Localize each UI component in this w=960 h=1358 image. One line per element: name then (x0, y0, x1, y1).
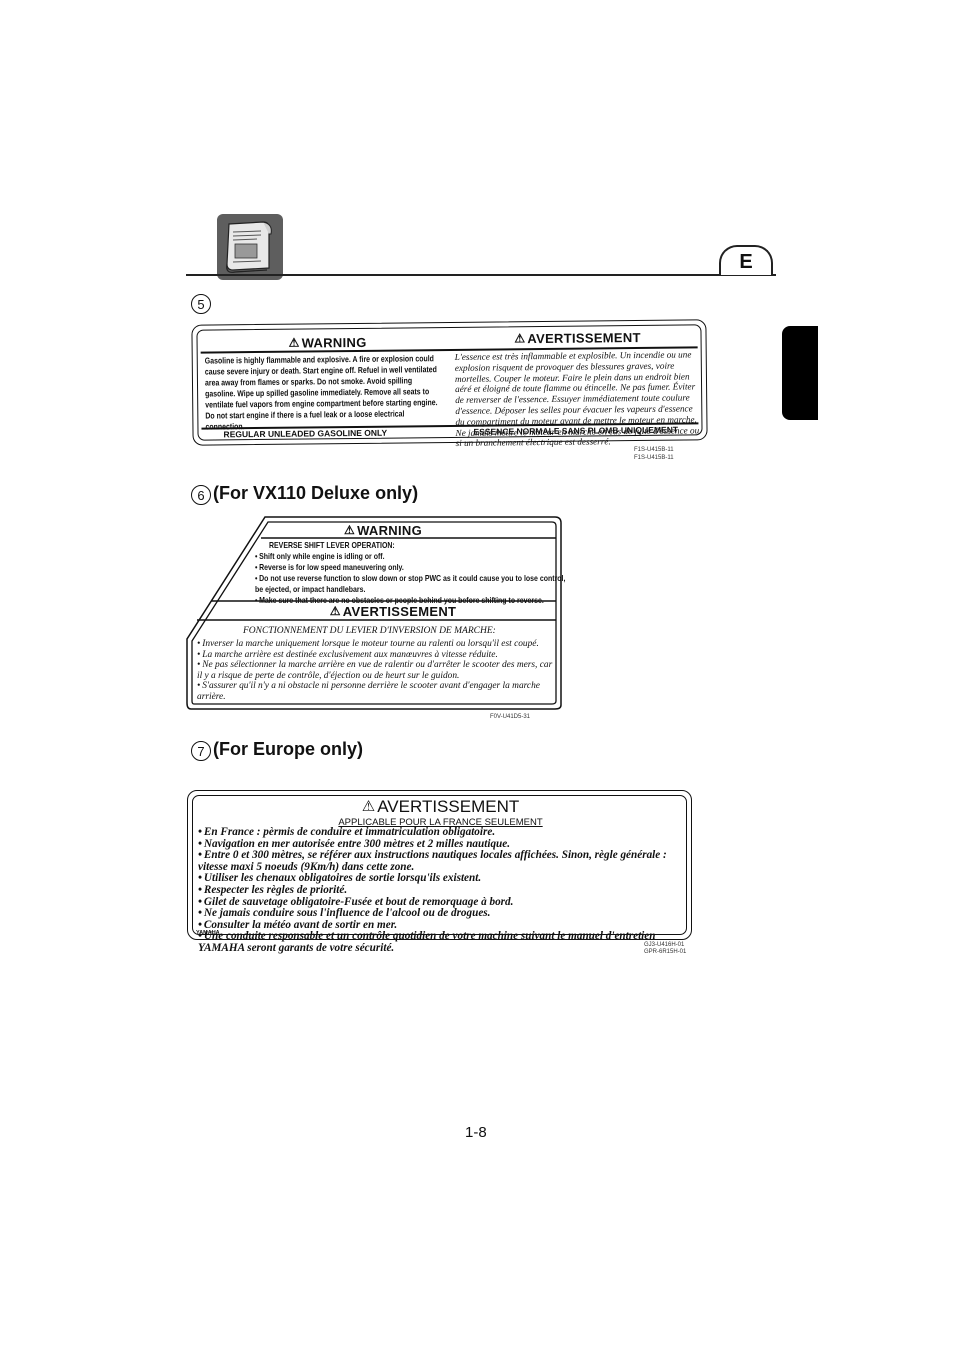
section-number-5: 5 (191, 294, 211, 314)
label-code: F1S-U415B-11 (634, 455, 674, 461)
list-item: Utiliser les chenaux obligatoires de sor… (198, 873, 686, 885)
yamaha-brand: YAMAHA (196, 930, 220, 936)
warning-triangle-icon: ⚠ (288, 335, 300, 350)
label-code: GJ3-U416H-01 (644, 942, 685, 948)
avertissement-heading: ⚠AVERTISSEMENT (329, 604, 457, 619)
list-item: Make sure that there are no obstacles or… (255, 595, 567, 606)
english-reverse-list: Shift only while engine is idling or off… (255, 551, 567, 606)
page-number: 1-8 (465, 1124, 487, 1141)
list-item: S'assurer qu'il n'y a ni obstacle ni per… (197, 681, 553, 702)
section-number-6: 6 (191, 485, 211, 505)
list-item: Entre 0 et 300 mètres, se référer aux in… (198, 849, 686, 873)
france-warning-label: ⚠AVERTISSEMENT APPLICABLE POUR LA FRANCE… (187, 790, 692, 954)
manual-book-icon (217, 214, 283, 280)
list-item: Shift only while engine is idling or off… (255, 551, 567, 562)
france-subtitle: APPLICABLE POUR LA FRANCE SEULEMENT (338, 817, 543, 828)
warning-triangle-icon: ⚠ (514, 331, 526, 346)
english-warning-text: Gasoline is highly flammable and explosi… (204, 353, 438, 431)
header-rule (186, 274, 776, 276)
france-rules-list: En France : pèrmis de conduire et immatr… (198, 826, 686, 955)
section-title-europe: (For Europe only) (213, 739, 363, 759)
list-item: En France : pèrmis de conduire et immatr… (198, 826, 686, 839)
list-item: Inverser la marche uniquement lorsque le… (197, 639, 553, 650)
chapter-side-tab (782, 326, 818, 420)
warning-heading: ⚠WARNING (344, 523, 422, 538)
section-number-7: 7 (191, 741, 211, 761)
warning-triangle-icon: ⚠ (361, 798, 376, 815)
list-item: Consulter la météo avant de sortir en me… (198, 919, 686, 932)
section-title-vx110: (For VX110 Deluxe only) (213, 483, 419, 503)
avertissement-heading: ⚠AVERTISSEMENT (514, 329, 641, 347)
english-subtitle: REVERSE SHIFT LEVER OPERATION: (269, 540, 395, 550)
list-item: Ne pas sélectionner la marche arrière en… (197, 660, 553, 681)
warning-triangle-icon: ⚠ (344, 523, 356, 537)
warning-heading: ⚠WARNING (288, 334, 367, 351)
book-illustration-icon (226, 221, 272, 273)
list-item: La marche arrière est destinée exclusive… (197, 650, 553, 661)
list-item: Une conduite responsable et un contrôle … (198, 930, 686, 954)
french-subtitle: FONCTIONNEMENT DU LEVIER D'INVERSION DE … (243, 626, 496, 636)
french-reverse-list: Inverser la marche uniquement lorsque le… (197, 639, 553, 703)
list-item: Ne jamais conduire sous l'influence de l… (198, 908, 686, 920)
language-tab: E (719, 245, 773, 275)
label-code: F0V-U41D5-31 (490, 714, 531, 720)
label-code: F1S-U415B-11 (634, 447, 674, 453)
english-fuel-footer: REGULAR UNLEADED GASOLINE ONLY (223, 427, 388, 440)
list-item: Gilet de sauvetage obligatoire-Fusée et … (198, 896, 686, 909)
label-code: GPR-6R15H-01 (644, 949, 687, 955)
avertissement-heading: ⚠AVERTISSEMENT (361, 797, 520, 816)
list-item: Navigation en mer autorisée entre 300 mè… (198, 838, 686, 851)
list-item: Respecter les règles de priorité. (198, 884, 686, 897)
fuel-warning-label: ⚠WARNING ⚠AVERTISSEMENT Gasoline is high… (191, 319, 708, 448)
french-fuel-footer: ESSENCE NORMALE SANS PLOMB UNIQUEMENT (473, 424, 679, 437)
list-item: Reverse is for low speed maneuvering onl… (255, 562, 567, 573)
warning-triangle-icon: ⚠ (329, 604, 341, 618)
reverse-warning-label: ⚠WARNING REVERSE SHIFT LEVER OPERATION: … (183, 513, 565, 713)
list-item: Do not use reverse function to slow down… (255, 573, 567, 595)
